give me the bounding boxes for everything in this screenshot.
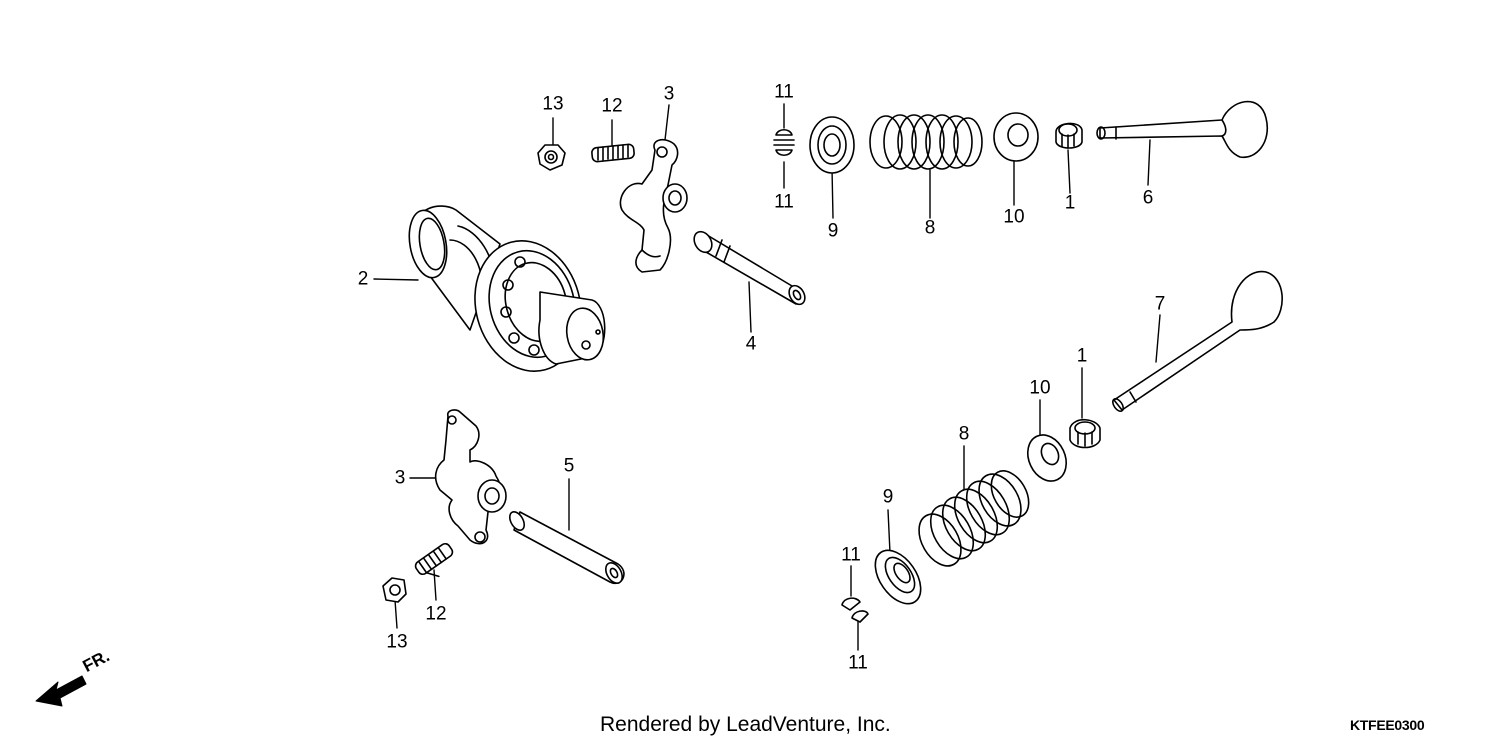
callout-13-bottom: 13	[386, 631, 408, 653]
callout-11-bottom-lower: 11	[848, 652, 868, 674]
part-6-valve-top	[1096, 100, 1269, 159]
callout-3-top: 3	[663, 83, 675, 105]
callout-6: 6	[1142, 187, 1154, 209]
callout-3-bottom: 3	[394, 467, 406, 489]
callout-12-top: 12	[601, 95, 623, 117]
callout-13-top: 13	[542, 93, 564, 115]
callout-4: 4	[745, 333, 757, 355]
part-13-nut-bottom	[382, 577, 407, 603]
callout-7: 7	[1154, 293, 1166, 315]
callout-1-bottom: 1	[1076, 345, 1088, 367]
part-9-spring-seat-top	[809, 116, 855, 174]
part-2-camshaft	[408, 205, 606, 372]
callout-11-bottom-upper: 11	[841, 544, 861, 566]
part-10-retainer-bottom	[1026, 434, 1068, 482]
part-3-rocker-arm-top	[619, 138, 688, 273]
callout-8-bottom: 8	[958, 423, 970, 445]
render-credit: Rendered by LeadVenture, Inc.	[600, 713, 891, 736]
part-8-valve-spring-bottom	[918, 470, 1030, 567]
part-8-valve-spring-top	[869, 114, 983, 170]
part-1-stem-seal-bottom	[1069, 418, 1101, 449]
callout-8-top: 8	[924, 217, 936, 239]
part-12-screw-bottom	[414, 542, 454, 578]
callout-11-top-lower: 11	[774, 191, 794, 213]
callout-12-bottom: 12	[425, 603, 447, 625]
callout-1-top: 1	[1064, 192, 1076, 214]
part-11-cotters-bottom	[841, 597, 869, 623]
callout-10-bottom: 10	[1029, 377, 1051, 399]
callout-10-top: 10	[1003, 206, 1025, 228]
part-3-rocker-arm-bottom	[434, 409, 507, 545]
part-5-rocker-shaft	[508, 511, 625, 585]
callout-2: 2	[357, 268, 369, 290]
part-7-valve-bottom	[1112, 270, 1283, 412]
diagram-code: KTFEE0300	[1350, 717, 1425, 733]
callout-9-top: 9	[827, 220, 839, 242]
part-10-retainer-top	[993, 112, 1039, 162]
part-11-cotters-top	[773, 128, 795, 157]
front-direction-arrow-icon	[35, 675, 87, 707]
part-13-nut-top	[537, 144, 566, 171]
part-4-rocker-shaft	[693, 230, 806, 306]
callout-5: 5	[563, 455, 575, 477]
callout-9-bottom: 9	[882, 486, 894, 508]
part-1-stem-seal-top	[1055, 122, 1083, 149]
callout-11-top-upper: 11	[774, 81, 794, 103]
part-12-screw-top	[591, 143, 635, 163]
part-9-spring-seat-bottom	[874, 549, 922, 605]
